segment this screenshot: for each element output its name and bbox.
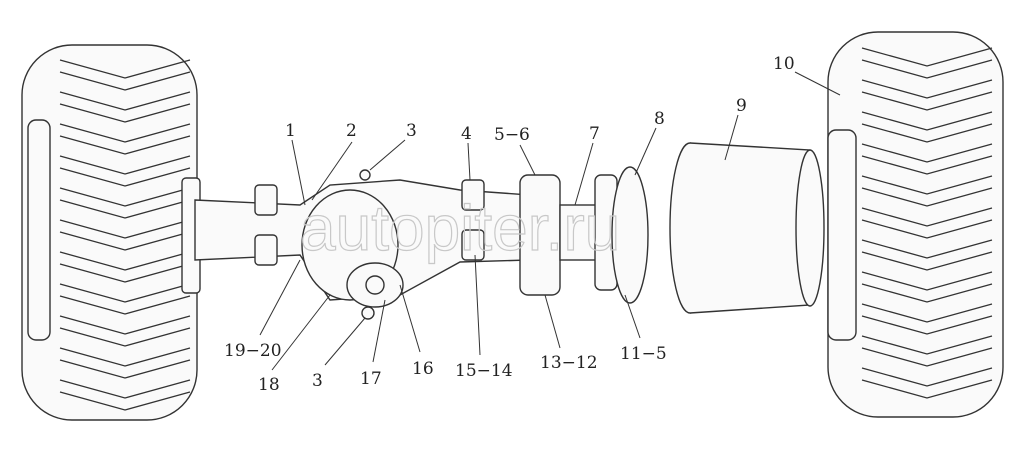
label-13-12: 13−12 bbox=[540, 353, 598, 373]
tread-chevron bbox=[59, 251, 191, 283]
axle-housing bbox=[181, 169, 531, 320]
tread-chevron bbox=[861, 303, 993, 335]
brake-and-hub bbox=[519, 166, 649, 304]
tread-chevron bbox=[861, 335, 993, 367]
label-10: 10 bbox=[773, 54, 795, 74]
label-9: 9 bbox=[736, 96, 747, 116]
label-16: 16 bbox=[412, 359, 434, 379]
tread-chevron bbox=[59, 123, 191, 155]
right-tire bbox=[827, 31, 1004, 418]
tread-chevron bbox=[59, 379, 191, 411]
tread-chevron bbox=[59, 155, 191, 187]
tread-chevron bbox=[59, 283, 191, 315]
leader-lines bbox=[259, 71, 841, 371]
left-tire bbox=[21, 44, 198, 421]
label-19-20: 19−20 bbox=[224, 341, 282, 361]
label-8: 8 bbox=[654, 109, 665, 129]
tread-chevron bbox=[59, 59, 191, 91]
label-17: 17 bbox=[360, 369, 382, 389]
tread-chevron bbox=[861, 239, 993, 271]
label-18: 18 bbox=[258, 375, 280, 395]
wheel-rim bbox=[669, 142, 825, 314]
label-1: 1 bbox=[285, 121, 296, 141]
label-3-bottom: 3 bbox=[312, 371, 323, 391]
tread-chevron bbox=[861, 175, 993, 207]
tread-chevron bbox=[861, 111, 993, 143]
tread-chevron bbox=[861, 47, 993, 79]
part-labels: 1 2 3 4 5−6 7 8 9 10 19−20 18 3 17 16 15… bbox=[224, 54, 795, 395]
label-4: 4 bbox=[461, 124, 472, 144]
tread-chevron bbox=[861, 367, 993, 399]
tread-chevron bbox=[59, 347, 191, 379]
tread-chevron bbox=[861, 207, 993, 239]
tread-chevron bbox=[59, 219, 191, 251]
label-7: 7 bbox=[589, 124, 600, 144]
tread-chevron bbox=[59, 315, 191, 347]
label-15-14: 15−14 bbox=[455, 361, 513, 381]
label-11-5: 11−5 bbox=[620, 344, 667, 364]
tread-chevron bbox=[59, 187, 191, 219]
tread-chevron bbox=[861, 271, 993, 303]
label-5-6: 5−6 bbox=[494, 125, 530, 145]
tread-chevron bbox=[59, 91, 191, 123]
tread-chevron bbox=[861, 79, 993, 111]
watermark: autopiter.ru bbox=[300, 192, 620, 264]
label-2: 2 bbox=[346, 121, 357, 141]
tread-chevron bbox=[861, 143, 993, 175]
label-3-top: 3 bbox=[406, 121, 417, 141]
